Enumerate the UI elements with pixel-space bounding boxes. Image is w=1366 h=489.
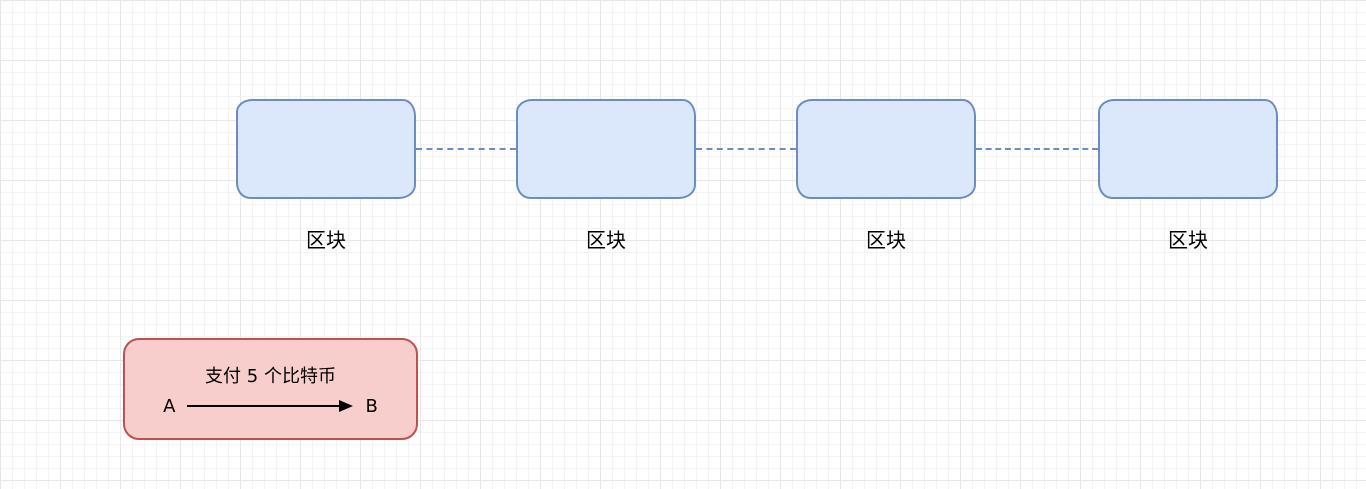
transaction-box: 支付 5 个比特币 A B xyxy=(123,338,418,440)
block-label-2: 区块 xyxy=(586,228,626,252)
chain-connector-3 xyxy=(976,148,1098,150)
block-node-2 xyxy=(516,99,696,199)
arrow-right-icon xyxy=(187,400,354,412)
receiver-label: B xyxy=(365,395,378,417)
block-label-4: 区块 xyxy=(1168,228,1208,252)
transaction-flow: A B xyxy=(163,396,378,417)
sender-label: A xyxy=(163,395,176,417)
block-node-1 xyxy=(236,99,416,199)
block-label-3: 区块 xyxy=(866,228,906,252)
chain-connector-2 xyxy=(696,148,796,150)
block-node-3 xyxy=(796,99,976,199)
transaction-title: 支付 5 个比特币 xyxy=(205,365,336,387)
block-node-4 xyxy=(1098,99,1278,199)
block-label-1: 区块 xyxy=(306,228,346,252)
chain-connector-1 xyxy=(416,148,516,150)
